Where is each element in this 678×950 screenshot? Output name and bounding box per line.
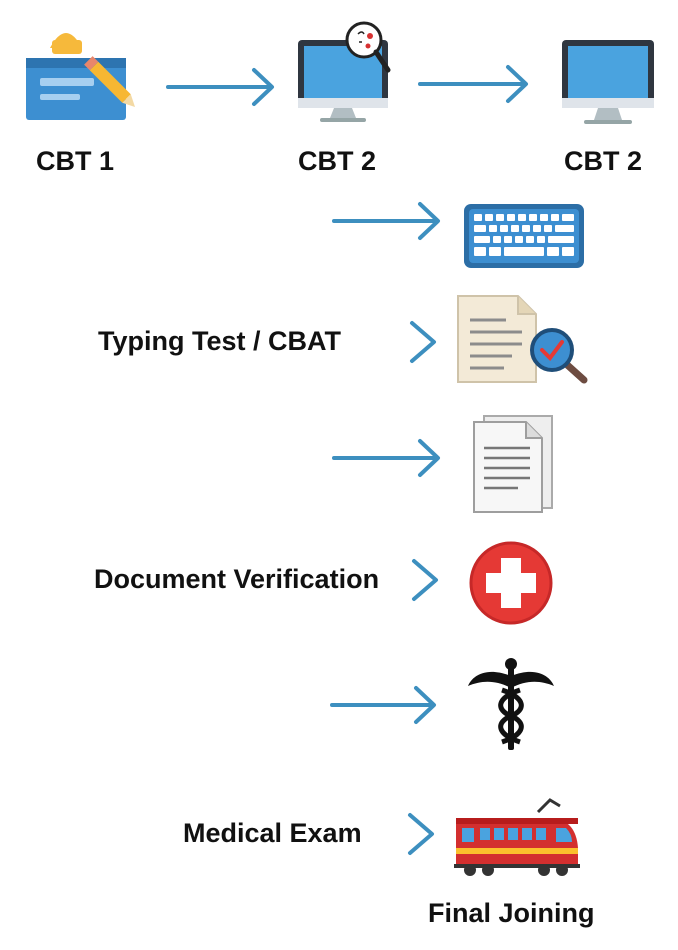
- document-magnifier-icon: [457, 295, 588, 384]
- cbt2-b-icon: [560, 38, 656, 130]
- chevron-typing: [410, 321, 436, 363]
- arrow-to-keyboard: [332, 202, 440, 240]
- arrow-cbt1-to-cbt2: [166, 68, 274, 106]
- caduceus-icon-svg: [468, 658, 554, 750]
- arrow-to-documents: [332, 439, 440, 477]
- caduceus-icon: [466, 656, 556, 752]
- exam-form-pencil-icon: [26, 33, 136, 120]
- train-icon: [454, 798, 580, 876]
- document-icon: [456, 292, 592, 388]
- computer-monitor-icon: [562, 40, 654, 124]
- arrow-to-caduceus: [330, 686, 436, 724]
- document-label: Document Verification: [94, 564, 380, 594]
- arrow-cbt2-to-cbt2: [418, 65, 528, 103]
- keyboard-icon: [464, 204, 584, 268]
- chevron-document: [412, 559, 438, 601]
- computer-monitor-magnifier-icon: [298, 21, 391, 122]
- final-label: Final Joining: [428, 898, 595, 928]
- medical-icon: [468, 540, 554, 626]
- cbt1-label: CBT 1: [36, 146, 115, 176]
- medical-label: Medical Exam: [183, 818, 362, 848]
- cbt2-a-label: CBT 2: [298, 146, 377, 176]
- document-stack-icon: [470, 410, 556, 514]
- final-icon: [452, 798, 582, 878]
- typing-icon: [462, 202, 586, 270]
- chevron-medical: [408, 813, 434, 855]
- cbt2-b-label: CBT 2: [564, 146, 643, 176]
- typing-label: Typing Test / CBAT: [98, 326, 341, 356]
- cbt2-a-icon: [296, 21, 396, 130]
- document-stack-icon-svg: [473, 415, 553, 513]
- cbt1-icon: [22, 18, 136, 128]
- medical-cross-icon: [469, 541, 553, 625]
